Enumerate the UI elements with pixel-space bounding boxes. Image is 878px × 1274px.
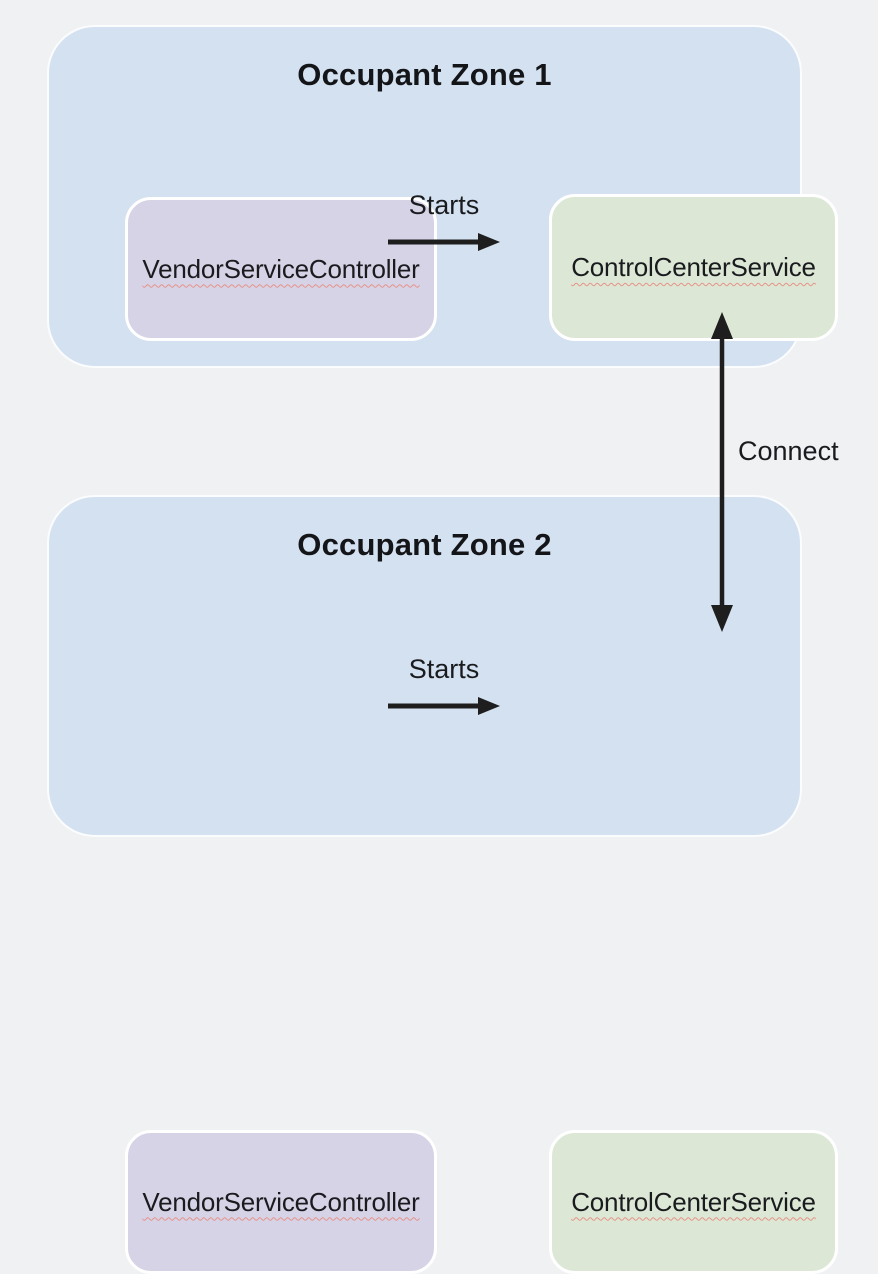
starts-arrow-icon-zone1 [388,233,500,251]
vendor-service-controller-label: VendorServiceController [142,253,420,284]
starts-edge-label-zone2: Starts [408,654,480,684]
diagram-canvas: Occupant Zone 1 VendorServiceController … [47,25,839,1274]
vendor-service-controller-label: VendorServiceController [142,1186,420,1217]
zone-1-title: Occupant Zone 1 [297,57,552,92]
starts-arrow-icon-zone2 [388,697,500,715]
control-center-service-label: ControlCenterService [571,252,816,282]
vendor-service-controller-node-zone1: VendorServiceController [125,197,437,341]
control-center-service-node-zone1: ControlCenterService [549,194,838,341]
connect-double-arrow-icon [711,312,733,632]
vendor-service-controller-node-zone2: VendorServiceController [125,1130,437,1274]
zone-2-title: Occupant Zone 2 [297,527,552,562]
control-center-service-node-zone2: ControlCenterService [549,1130,838,1274]
occupant-zone-1: Occupant Zone 1 VendorServiceController … [47,25,838,368]
connect-edge-label: Connect [738,436,839,466]
control-center-service-label: ControlCenterService [571,1186,816,1217]
starts-edge-label-zone1: Starts [408,190,480,220]
